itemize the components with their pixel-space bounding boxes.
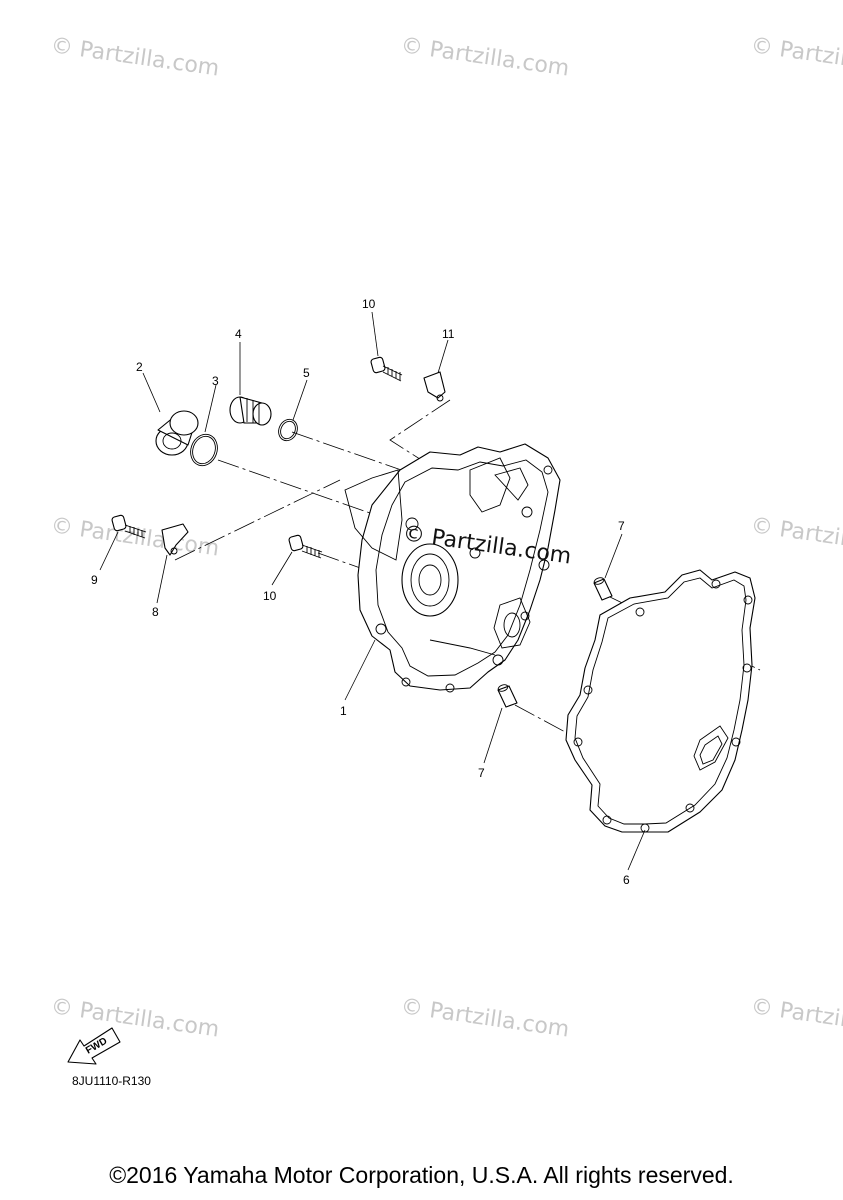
callouts: 1 2 3 4 5 6 7 7 8 9 10 10 11 — [91, 297, 630, 887]
clamp-upper — [423, 371, 446, 402]
callout-6: 6 — [623, 873, 630, 887]
callout-1: 1 — [340, 704, 347, 718]
watermark: © Partzilla.com — [49, 513, 221, 561]
bolt-lower — [288, 534, 323, 559]
drawing-code: 8JU1110-R130 — [72, 1074, 151, 1088]
callout-9: 9 — [91, 573, 98, 587]
copyright-notice: ©2016 Yamaha Motor Corporation, U.S.A. A… — [109, 1162, 734, 1188]
callout-2: 2 — [136, 360, 143, 374]
o-ring-small — [278, 418, 298, 442]
callout-7: 7 — [618, 519, 625, 533]
watermark: © Partzilla.com — [49, 33, 221, 81]
bolt-left — [111, 514, 147, 539]
fwd-arrow-icon: FWD — [67, 1027, 121, 1065]
callout-3: 3 — [212, 374, 219, 388]
clamp-left — [161, 523, 189, 556]
watermark: © Partzilla.com — [49, 994, 221, 1042]
callout-11: 11 — [442, 327, 455, 341]
bolt-upper — [370, 356, 403, 382]
watermark: © Partzilla.com — [399, 994, 571, 1042]
leader-lines — [99, 311, 646, 871]
callout-8: 8 — [152, 605, 159, 619]
dowel-pin-upper — [593, 577, 613, 601]
callout-4: 4 — [235, 327, 242, 341]
callout-7: 7 — [478, 766, 485, 780]
plug — [155, 410, 199, 456]
screw-plug — [229, 396, 272, 426]
watermark: © Partzilla.com — [399, 33, 571, 81]
gasket — [565, 569, 756, 833]
watermark: © Partzilla.com — [749, 513, 843, 561]
watermark: © Partzilla.com — [749, 33, 843, 81]
watermark: © Partzilla.com — [749, 994, 843, 1042]
callout-10: 10 — [362, 297, 376, 311]
o-ring-large — [190, 433, 218, 467]
callout-5: 5 — [303, 366, 310, 380]
callout-10: 10 — [263, 589, 277, 603]
crankcase-cover — [344, 443, 561, 693]
dowel-pin-lower — [497, 684, 518, 708]
